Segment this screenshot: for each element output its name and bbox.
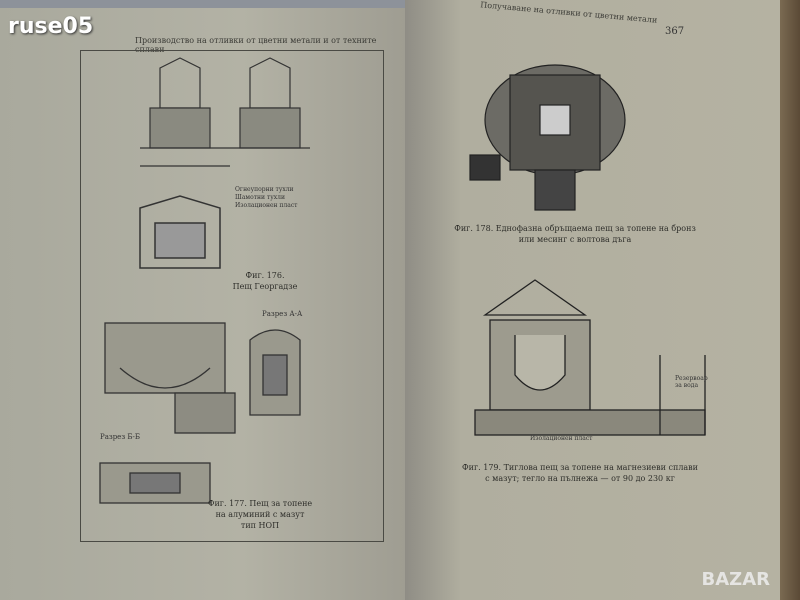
fig176-caption: Фиг. 176. Пещ Георгадзе xyxy=(215,270,315,292)
fig177-line3: тип НОП xyxy=(240,521,280,530)
fig179-crucible-drawing xyxy=(474,279,706,436)
legend-item: Шамотни тухли xyxy=(235,194,285,201)
legend-item: Огнеупорни тухли xyxy=(235,186,294,193)
fig177-caption: Фиг. 177. Пещ за топене на алуминий с ма… xyxy=(195,498,325,531)
insulation-label: Изолационен пласт xyxy=(530,435,593,442)
right-running-head: Получаване на отливки от цветни метали xyxy=(479,0,658,25)
left-running-head: Производство на отливки от цветни метали… xyxy=(135,36,377,54)
fig177-line2: на алуминий с мазут xyxy=(215,510,305,519)
fig178-caption: Фиг. 178. Еднофазна обръщаема пещ за топ… xyxy=(445,223,705,245)
fig179-line2: с мазут; тегло на пълнежа — от 90 до 230… xyxy=(485,474,675,483)
water-tank-label: Резервоар за вода xyxy=(675,375,708,389)
watermark-bottom: BAZAR xyxy=(701,569,771,590)
book-cover-edge xyxy=(780,0,800,600)
fig178-line1: Фиг. 178. Еднофазна обръщаема пещ за топ… xyxy=(454,224,696,233)
fig178-line2: или месинг с волтова дъга xyxy=(518,235,632,244)
fig176-label: Фиг. 176. xyxy=(245,271,285,280)
fig179-caption: Фиг. 179. Тиглова пещ за топене на магне… xyxy=(445,462,715,484)
right-page: Получаване на отливки от цветни метали 3… xyxy=(405,0,780,600)
fig176-front-drawing xyxy=(140,57,310,167)
fig177-section-drawing xyxy=(104,322,236,434)
watermark: ruse05 xyxy=(8,14,94,39)
legend-item: Изолационен пласт xyxy=(235,202,298,209)
fig177-line1: Фиг. 177. Пещ за топене xyxy=(207,499,313,508)
section-label-aa: Разрез А-А xyxy=(262,310,303,318)
fig177-plan-drawing xyxy=(99,462,211,504)
figure-frame xyxy=(80,50,384,542)
fig176-title: Пещ Георгадзе xyxy=(232,282,298,291)
fig177-aa-drawing xyxy=(249,329,301,416)
fig178-furnace-illustration xyxy=(469,64,626,211)
section-label-bb: Разрез Б-Б xyxy=(100,433,141,441)
left-page: Производство на отливки от цветни метали… xyxy=(0,8,405,600)
fig179-line1: Фиг. 179. Тиглова пещ за топене на магне… xyxy=(461,463,699,472)
fig176-section-drawing xyxy=(139,195,221,269)
fig176-legend: Огнеупорни тухли Шамотни тухли Изолацион… xyxy=(235,186,298,210)
page-number: 367 xyxy=(665,26,685,37)
